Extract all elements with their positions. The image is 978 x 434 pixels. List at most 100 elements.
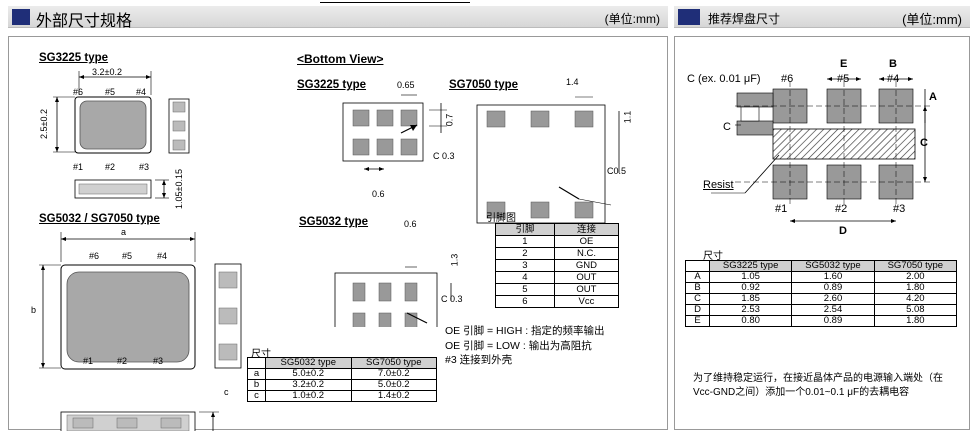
land-cap-label: C (ex. 0.01 μF) bbox=[687, 73, 761, 85]
land-value: 5.08 bbox=[873, 304, 958, 316]
header-square-icon bbox=[678, 9, 700, 25]
bottom-sg7050-pitch: 1.4 bbox=[566, 77, 579, 87]
land-pin-2: #2 bbox=[835, 203, 848, 215]
land-pin-1: #1 bbox=[775, 203, 788, 215]
sg3225-height-dim: 2.5±0.2 bbox=[38, 109, 49, 139]
sg3225-pin-2: #2 bbox=[105, 162, 116, 172]
right-header-title: 推荐焊盘尺寸 bbox=[708, 12, 781, 26]
bottom-sg3225-chamfer: C 0.3 bbox=[433, 151, 455, 161]
pin-table-header: 连接 bbox=[553, 223, 620, 236]
size-value: 3.2±0.2 bbox=[265, 379, 352, 391]
sg5032-pin-4: #4 bbox=[157, 251, 168, 261]
land-value: 0.80 bbox=[708, 315, 793, 327]
pin-table-header: 引脚 bbox=[495, 223, 555, 236]
bottom-view-title: <Bottom View> bbox=[297, 52, 384, 66]
pin-connection: OUT bbox=[553, 283, 620, 296]
sg5032-a-label: a bbox=[121, 227, 127, 237]
bottom-sg7050-chamfer: C0.5 bbox=[607, 166, 627, 176]
oe-note-low: OE 引脚 = LOW : 输出为高阻抗 bbox=[445, 340, 592, 352]
land-value: 1.80 bbox=[873, 315, 958, 327]
land-value: 2.60 bbox=[791, 293, 875, 305]
land-dim-a: A bbox=[929, 91, 937, 103]
land-resist-label: Resist bbox=[703, 179, 734, 191]
sg3225-title: SG3225 type bbox=[39, 52, 109, 64]
pin-connection: GND bbox=[553, 259, 620, 272]
bottom-sg3225-title: SG3225 type bbox=[297, 79, 367, 91]
pin-number: 1 bbox=[495, 235, 555, 248]
sg5032-pin-6: #6 bbox=[89, 251, 100, 261]
land-value: 1.05 bbox=[708, 271, 793, 283]
pin-number: 3 bbox=[495, 259, 555, 272]
land-key: B bbox=[685, 282, 710, 294]
land-dim-b: B bbox=[889, 58, 897, 70]
land-pin-3: #3 bbox=[893, 203, 906, 215]
decoupling-note-line-1: 为了维持稳定运行，在接近晶体产品的电源输入端处（在 bbox=[693, 373, 943, 384]
land-value: 1.80 bbox=[873, 282, 958, 294]
land-value: 2.54 bbox=[791, 304, 875, 316]
pin-connection: N.C. bbox=[553, 247, 620, 260]
size-key: a bbox=[247, 368, 266, 380]
land-pattern-panel: C (ex. 0.01 μF) C Resist E B A C D #6 #5… bbox=[674, 36, 970, 430]
land-value: 0.89 bbox=[791, 315, 875, 327]
land-table-header: SG7050 type bbox=[873, 260, 958, 272]
outline-panel: SG3225 type 3.2±0.2 2.5±0.2 1.05±0.15 #6… bbox=[8, 36, 668, 431]
bottom-sg5032-title: SG5032 type bbox=[299, 216, 369, 228]
bottom-sg3225-height: 0.7 bbox=[444, 113, 455, 127]
land-value: 4.20 bbox=[873, 293, 958, 305]
pin-number: 6 bbox=[495, 295, 555, 308]
bottom-sg5032-height: 1.3 bbox=[449, 253, 460, 267]
size-value: 1.0±0.2 bbox=[265, 390, 352, 402]
sg5032-drawing bbox=[39, 232, 242, 431]
land-pattern-drawing bbox=[711, 77, 933, 223]
land-table-header: SG5032 type bbox=[791, 260, 875, 272]
land-value: 2.53 bbox=[708, 304, 793, 316]
land-value: 0.89 bbox=[791, 282, 875, 294]
sg3225-pin-1: #1 bbox=[73, 162, 84, 172]
land-value: 0.92 bbox=[708, 282, 793, 294]
land-pin-6: #6 bbox=[781, 73, 794, 85]
sg3225-thickness-dim: 1.05±0.15 bbox=[173, 169, 184, 209]
sg5032-pin-2: #2 bbox=[117, 356, 128, 366]
sg5032-pin-5: #5 bbox=[122, 251, 133, 261]
pin-connection: OUT bbox=[553, 271, 620, 284]
size-key: b bbox=[247, 379, 266, 391]
size-value: 5.0±0.2 bbox=[350, 379, 437, 391]
size-table-caption: 尺寸 bbox=[251, 349, 271, 360]
land-dim-d: D bbox=[839, 225, 847, 237]
size-key: c bbox=[247, 390, 266, 402]
size-value: 1.4±0.2 bbox=[350, 390, 437, 402]
land-key: C bbox=[685, 293, 710, 305]
sg5032-c-label: c bbox=[224, 387, 229, 397]
pin-number: 4 bbox=[495, 271, 555, 284]
pin-connection: Vcc bbox=[553, 295, 620, 308]
bottom-view-drawing bbox=[334, 94, 620, 327]
sg5032-title: SG5032 / SG7050 type bbox=[39, 213, 160, 225]
land-pin-4: #4 bbox=[887, 73, 900, 85]
right-header-unit: (单位:mm) bbox=[902, 12, 962, 27]
decoupling-note-line-2: Vcc-GND之间）添加一个0.01~0.1 μF的去耦电容 bbox=[693, 387, 910, 398]
land-table-header: SG3225 type bbox=[708, 260, 793, 272]
pin-table-caption: 引脚图 bbox=[486, 213, 516, 224]
size-table-header: SG5032 type bbox=[265, 357, 352, 369]
land-key: E bbox=[685, 315, 710, 327]
sg3225-pin-5: #5 bbox=[105, 87, 116, 97]
land-dim-e: E bbox=[840, 58, 848, 70]
pin-connection: OE bbox=[553, 235, 620, 248]
land-value: 1.85 bbox=[708, 293, 793, 305]
land-key: D bbox=[685, 304, 710, 316]
land-table-caption: 尺寸 bbox=[703, 251, 723, 262]
bottom-sg5032-pitch: 0.6 bbox=[404, 219, 417, 229]
pin-number: 2 bbox=[495, 247, 555, 260]
pin-number: 5 bbox=[495, 283, 555, 296]
land-key: A bbox=[685, 271, 710, 283]
land-pin-5: #5 bbox=[837, 73, 850, 85]
land-dim-c: C bbox=[920, 137, 928, 149]
oe-note-high: OE 引脚 = HIGH : 指定的频率输出 bbox=[445, 325, 605, 337]
size-value: 7.0±0.2 bbox=[350, 368, 437, 380]
land-table-header bbox=[685, 260, 710, 272]
land-value: 2.00 bbox=[873, 271, 958, 283]
case-note: #3 连接到外壳 bbox=[445, 354, 513, 366]
sg3225-pin-4: #4 bbox=[136, 87, 147, 97]
